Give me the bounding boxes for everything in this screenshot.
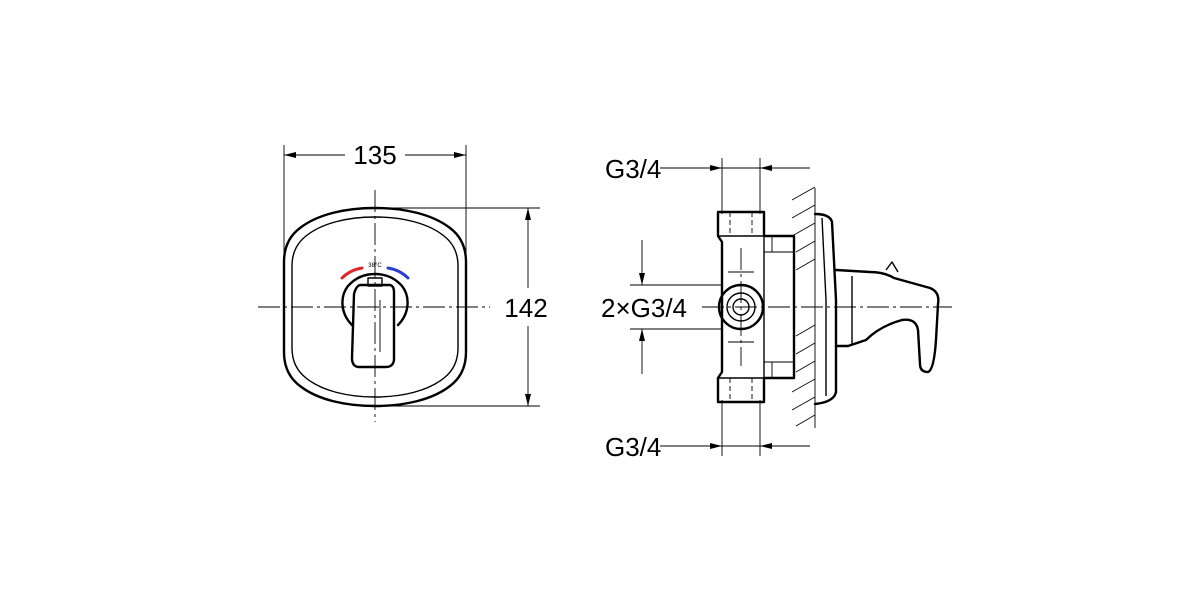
bottom-outlet-dimension: G3/4	[605, 400, 810, 462]
inlet-port-mid	[726, 292, 756, 322]
top-outlet-dimension: G3/4	[605, 154, 810, 214]
wall-hatching	[791, 186, 816, 428]
handle-rosette	[341, 272, 409, 327]
side-view	[702, 186, 952, 428]
height-dimension: 142	[375, 207, 548, 407]
inlet-port-outer	[717, 283, 765, 331]
inlet-port-inner	[732, 298, 750, 316]
width-label: 135	[353, 140, 396, 170]
height-label: 142	[504, 293, 547, 323]
cold-indicator-arc	[386, 266, 410, 280]
width-dimension: 135	[283, 140, 467, 262]
cover-plate-profile	[813, 212, 838, 406]
cover-plate-outline	[282, 206, 468, 408]
side-inlets-label: 2×G3/4	[601, 293, 687, 323]
front-view: 38°C	[258, 190, 490, 422]
top-outlet-label: G3/4	[605, 154, 661, 184]
handle-cap	[367, 277, 383, 287]
side-inlets-dimension: 2×G3/4	[601, 240, 722, 374]
lever-profile	[834, 268, 940, 374]
bottom-outlet-label: G3/4	[605, 432, 661, 462]
cover-plate-bevel	[291, 216, 459, 398]
temperature-label: 38°C	[368, 263, 382, 269]
hot-indicator-arc	[340, 266, 364, 280]
handle-lever	[350, 283, 396, 369]
